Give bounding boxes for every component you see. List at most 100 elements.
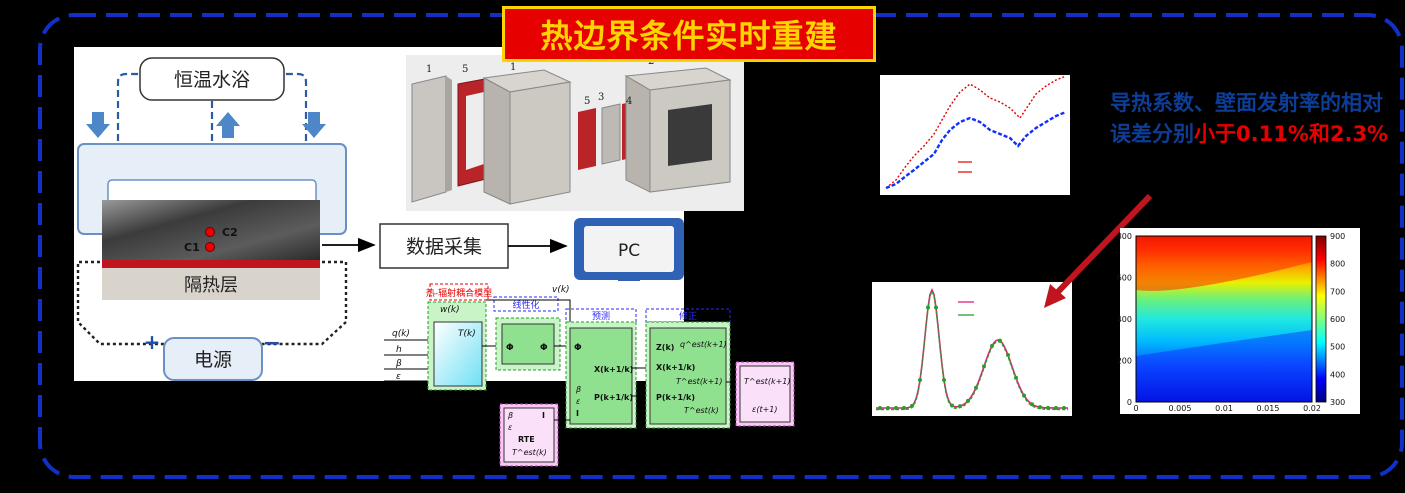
magenta-curve xyxy=(876,287,1069,409)
page-title: 热边界条件实时重建 xyxy=(502,6,876,62)
part-frame-5-hole xyxy=(466,92,484,170)
part-2-cavity xyxy=(668,104,712,166)
blue-dashed-curve xyxy=(885,110,1067,190)
group-correct-label: 修正 xyxy=(679,310,697,322)
predict-line-beta: β xyxy=(575,385,581,394)
acquisition-label: 数据采集 xyxy=(406,236,482,258)
model-block xyxy=(433,321,483,387)
heatmap-x-tick: 0 xyxy=(1133,404,1138,413)
peak-marker xyxy=(1062,405,1066,410)
correct-block xyxy=(649,327,727,425)
input-beta: β xyxy=(395,359,402,369)
part-small-frame-5 xyxy=(578,108,596,170)
peak-marker xyxy=(1030,402,1034,407)
part-label: 5 xyxy=(584,96,590,107)
peak-marker xyxy=(1038,405,1042,410)
process-noise-label: w(k) xyxy=(440,305,460,315)
part-box-front xyxy=(509,81,571,205)
peak-marker xyxy=(982,364,986,369)
peak-marker xyxy=(918,378,922,383)
thermocouple-c1 xyxy=(205,242,215,252)
predict-line-x: X(k+1/k) xyxy=(594,365,633,374)
output-line-test: T^est(k+1) xyxy=(744,377,790,386)
heatmap-x-tick: 0.015 xyxy=(1257,404,1280,413)
heatmap-cold-band xyxy=(1136,330,1312,402)
correct-line-test1: T^est(k+1) xyxy=(676,377,722,386)
predict-block xyxy=(569,327,633,425)
insulation-label: 隔热层 xyxy=(184,275,238,296)
input-epsilon: ε xyxy=(396,372,401,382)
peak-markers xyxy=(878,305,1066,410)
curves-background xyxy=(880,75,1070,195)
peak-marker xyxy=(1022,393,1026,398)
group-linearize-label: 线性化 xyxy=(512,299,539,311)
insulation-layer xyxy=(102,268,320,300)
peak-marker xyxy=(1046,405,1050,410)
power-plus-sign: + xyxy=(144,330,161,354)
flow-down-arrow-right xyxy=(302,112,326,138)
colorbar-tick: 700 xyxy=(1330,287,1345,296)
group-coupled-model-outline xyxy=(429,283,489,301)
part-label: 1 xyxy=(426,64,432,75)
part-label: 5 xyxy=(462,64,468,75)
heatmap-y-tick: 800 xyxy=(1117,232,1132,241)
linearize-block xyxy=(501,323,555,365)
group-linearize-outline xyxy=(493,296,559,312)
estimation-curves xyxy=(880,75,1070,195)
thermocouple-c2 xyxy=(205,227,215,237)
part-plate-1-edge xyxy=(446,76,452,192)
acquisition-box xyxy=(379,223,509,269)
heater-strip xyxy=(102,260,320,268)
peaks-background xyxy=(872,282,1072,416)
part-label: 4 xyxy=(626,96,632,107)
part-box-left xyxy=(483,77,511,205)
exploded-view: 1515342 xyxy=(406,55,744,211)
colorbar-tick: 400 xyxy=(1330,370,1345,379)
peak-marker xyxy=(998,338,1002,343)
heatmap-y-tick: 400 xyxy=(1117,315,1132,324)
colorbar-tick: 300 xyxy=(1330,398,1345,407)
pointer-arrow-shaft xyxy=(1051,193,1153,299)
flow-down-arrow-left xyxy=(86,112,110,138)
peak-marker xyxy=(950,403,954,408)
heatmap-x-tick: 0.005 xyxy=(1169,404,1192,413)
rte-line-test: T^est(k) xyxy=(512,448,547,457)
pc-screen xyxy=(584,226,674,272)
colorbar-tick: 600 xyxy=(1330,315,1345,324)
peak-marker xyxy=(902,405,906,410)
correct-line-q: q^est(k+1) xyxy=(680,340,727,349)
predict-phi-label: Φ xyxy=(574,343,582,353)
heatmap-x-tick: 0.01 xyxy=(1215,404,1233,413)
heatmap-frame xyxy=(1135,235,1313,403)
peak-marker xyxy=(966,398,970,403)
correct-line-p: P(k+1/k) xyxy=(656,393,695,402)
peak-marker xyxy=(990,343,994,348)
colorbar xyxy=(1315,235,1327,403)
peak-marker xyxy=(1006,353,1010,358)
power-supply-label: 电源 xyxy=(194,349,232,371)
c2-label: C2 xyxy=(222,226,238,239)
correct-line-test0: T^est(k) xyxy=(684,406,719,415)
water-bath-label: 恒温水浴 xyxy=(174,69,250,91)
conclusion-part2: 小于0.11%和2.3% xyxy=(1194,122,1389,146)
noise-line xyxy=(486,299,571,328)
group-correct-outline xyxy=(645,308,731,323)
colorbar-tick: 500 xyxy=(1330,343,1345,352)
green-dashed-curve xyxy=(876,289,1069,411)
heatmap-y-tick: 600 xyxy=(1117,274,1132,283)
part-label: 3 xyxy=(598,92,604,103)
water-bath-box xyxy=(139,57,285,101)
power-minus-sign: − xyxy=(263,331,281,356)
conclusion-part1: 导热系数、壁面发射率的相对误差分别 xyxy=(1110,91,1383,146)
circuit-left xyxy=(76,260,164,346)
heatmap-y-tick: 200 xyxy=(1117,357,1132,366)
part-3 xyxy=(601,103,621,165)
pc-label: PC xyxy=(618,241,640,261)
peak-marker xyxy=(958,404,962,409)
heatmap-x-tick: 0.02 xyxy=(1303,404,1321,413)
input-q: q(k) xyxy=(392,329,410,339)
